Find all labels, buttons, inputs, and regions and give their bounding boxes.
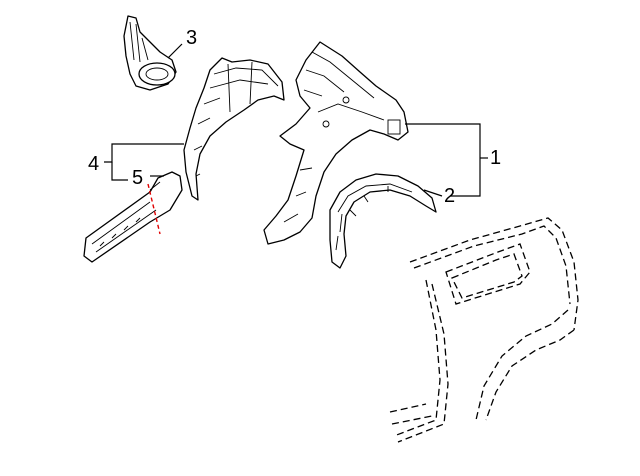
- part-2-wheelhouse: [329, 173, 437, 269]
- cut-line: [147, 183, 161, 235]
- part-3-housing: [123, 15, 177, 91]
- callout-5: 5: [132, 167, 143, 189]
- callout-3: 3: [186, 27, 197, 49]
- part-4-inner-panel: [183, 57, 285, 201]
- part-5-side-rail: [83, 171, 183, 263]
- part-1-quarter-inner: [263, 41, 409, 245]
- callout-2: 2: [444, 185, 455, 207]
- leader-lines: [104, 43, 488, 197]
- callout-1: 1: [490, 147, 501, 169]
- vehicle-outline: [389, 217, 579, 443]
- callout-4: 4: [88, 153, 99, 175]
